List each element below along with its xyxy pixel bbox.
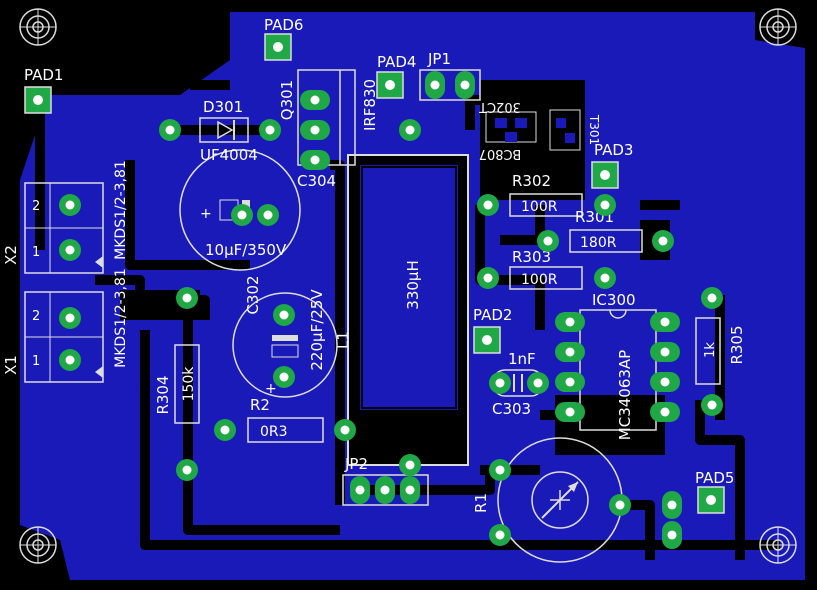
terminal-x2[interactable]: 2 1 X2 MKDS1/2-3,81 (2, 160, 129, 274)
c304-ref: C304 (297, 172, 336, 190)
mounting-hole-tr (759, 8, 797, 46)
ic300-ref: IC300 (592, 291, 636, 309)
mounting-hole-bl (19, 526, 57, 564)
t-small-ref: T301 (587, 114, 601, 145)
c302-value: 220µF/25V (308, 289, 326, 371)
r303-ref: R303 (512, 248, 551, 266)
capacitor-c302[interactable]: + 220µF/25V C302 (232, 275, 338, 398)
resistor-r2[interactable]: 0R3 R2 (247, 396, 324, 443)
r302-ref: R302 (512, 172, 551, 190)
t303-ref: BC807 (479, 146, 522, 161)
pad-pad5[interactable]: PAD5 (695, 469, 734, 514)
t302-ref: 302CT (479, 99, 521, 114)
x2-pin2: 2 (32, 199, 40, 214)
resistor-r305[interactable]: 1k R305 (695, 317, 746, 385)
r301-value: 180R (580, 235, 617, 251)
c302-ref: C302 (244, 275, 262, 314)
smd-transistor-t301[interactable]: T301 (549, 109, 601, 151)
c304-plus: + (200, 206, 212, 222)
resistor-r304[interactable]: 150k R304 (154, 344, 200, 424)
c303-ref: C303 (492, 400, 531, 418)
inductor-l1[interactable]: 330µH L1 (334, 154, 469, 466)
diode-d301[interactable]: D301 UF4004 (170, 98, 270, 164)
x1-pin1: 1 (32, 354, 40, 369)
x1-value: MKDS1/2-3,81 (113, 268, 129, 368)
x1-ref: X1 (2, 355, 20, 375)
x2-value: MKDS1/2-3,81 (113, 160, 129, 260)
resistor-r303[interactable]: 100R R303 (509, 248, 583, 290)
r2-value: 0R3 (260, 424, 288, 440)
pad2-label: PAD2 (473, 306, 512, 324)
r1-ref: R1 (472, 493, 490, 513)
terminal-x1[interactable]: 2 1 X1 MKDS1/2-3,81 (2, 268, 129, 383)
l1-value: 330µH (404, 260, 422, 309)
jp2-ref: JP2 (344, 455, 368, 473)
pad-pad4[interactable]: PAD4 (376, 53, 416, 99)
c303-value: 1nF (508, 350, 536, 368)
r303-value: 100R (521, 272, 558, 288)
jp1-ref: JP1 (427, 50, 451, 68)
jumper-jp1[interactable]: JP1 (419, 50, 481, 101)
mounting-hole-tl (19, 8, 57, 46)
ic300-value: MC34063AP (616, 350, 634, 440)
pad-pad2[interactable]: PAD2 (473, 306, 512, 354)
r2-ref: R2 (250, 396, 270, 414)
r305-ref: R305 (728, 325, 746, 364)
c302-plus: + (265, 381, 277, 397)
pad5-label: PAD5 (695, 469, 734, 487)
r302-value: 100R (521, 199, 558, 215)
pad6-label: PAD6 (264, 16, 303, 34)
x1-pin2: 2 (32, 309, 40, 324)
c304-value: 10µF/350V (205, 241, 287, 259)
pad4-label: PAD4 (377, 53, 416, 71)
smd-transistor-302ct[interactable]: 302CT BC807 (479, 99, 537, 161)
d301-value: UF4004 (200, 146, 258, 164)
x2-pin1: 1 (32, 245, 40, 260)
jumper-jp2[interactable]: JP2 (342, 455, 429, 506)
pad-pad1[interactable]: PAD1 (24, 66, 63, 114)
r305-value: 1k (703, 342, 718, 358)
transistor-q301[interactable]: Q301 IRF830 (278, 69, 379, 166)
r304-value: 150k (181, 366, 197, 402)
q301-ref: Q301 (278, 80, 296, 120)
x2-ref: X2 (2, 245, 20, 265)
l1-ref: L1 (334, 331, 352, 349)
pad3-label: PAD3 (594, 141, 633, 159)
pad-pad3[interactable]: PAD3 (591, 141, 633, 189)
q301-value: IRF830 (361, 79, 379, 131)
ic-ic300[interactable]: IC300 MC34063AP (579, 291, 657, 440)
pad1-label: PAD1 (24, 66, 63, 84)
mounting-hole-br (759, 526, 797, 564)
pad-pad6[interactable]: PAD6 (264, 16, 303, 61)
resistor-r302[interactable]: 100R R302 (509, 172, 583, 217)
d301-ref: D301 (203, 98, 243, 116)
r304-ref: R304 (154, 375, 172, 414)
